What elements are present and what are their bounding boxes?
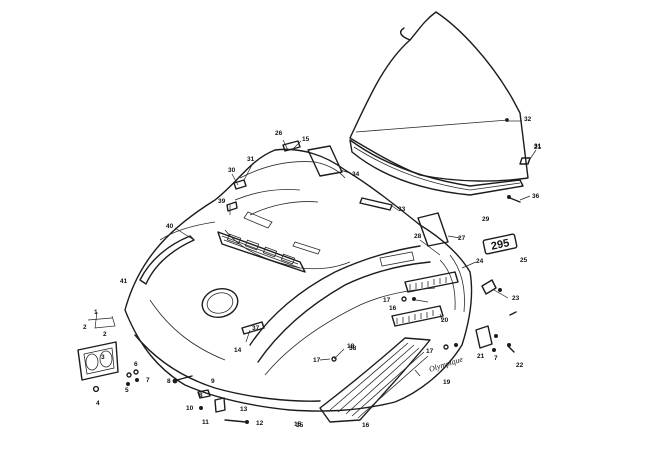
callout-23: 23 <box>512 295 520 302</box>
headlight-opening <box>201 287 239 319</box>
windshield-trim <box>349 139 524 196</box>
louver-panel-lower <box>391 305 444 327</box>
callout-39: 39 <box>218 198 226 205</box>
callout-36: 36 <box>532 193 540 200</box>
callout-2: 2 <box>83 324 87 331</box>
callout-16b: 16 <box>389 305 397 312</box>
callout-6: 6 <box>134 361 138 368</box>
callout-38: 38 <box>349 345 357 352</box>
callout-8b: 8 <box>199 392 203 399</box>
callout-17: 17 <box>383 297 391 304</box>
callout-35: 35 <box>296 422 304 429</box>
callout-9: 9 <box>211 378 215 385</box>
callout-14: 14 <box>234 347 242 354</box>
side-grille <box>319 337 431 423</box>
callout-21b: 21 <box>534 144 542 151</box>
callout-1: 1 <box>94 309 98 316</box>
callout-22: 22 <box>516 362 524 369</box>
callout-4: 4 <box>96 400 100 407</box>
callout-29: 29 <box>482 216 490 223</box>
air-intake-left <box>217 231 306 273</box>
callout-16: 16 <box>362 422 370 429</box>
callout-5: 5 <box>125 387 129 394</box>
callout-31b: 31 <box>534 143 542 150</box>
callout-31: 31 <box>247 156 255 163</box>
callout-20: 20 <box>441 317 449 324</box>
windshield <box>349 11 529 182</box>
callout-10: 10 <box>186 405 194 412</box>
callout-8: 8 <box>167 378 171 385</box>
callout-27: 27 <box>458 235 466 242</box>
trim-bar-33 <box>359 197 393 211</box>
cowl-vents <box>243 211 415 267</box>
callout-32: 32 <box>524 116 532 123</box>
callout-17b: 17 <box>313 357 321 364</box>
callout-40: 40 <box>166 223 174 230</box>
callout-7b: 7 <box>494 355 498 362</box>
callout-3: 3 <box>101 354 105 361</box>
callout-28: 28 <box>414 233 422 240</box>
callout-18: 18 <box>347 343 355 350</box>
emblem <box>241 321 265 335</box>
reflector-panel-34 <box>307 145 343 177</box>
callout-37: 37 <box>252 325 260 332</box>
callout-labels: 1 2 2 3 4 5 6 7 7 8 8 9 10 11 12 13 14 1… <box>83 116 542 429</box>
callout-41: 41 <box>120 278 128 285</box>
callout-15b: 15 <box>294 421 302 428</box>
louver-panel-upper <box>404 271 459 293</box>
callout-13: 13 <box>240 406 248 413</box>
hood-body <box>124 148 473 412</box>
callout-2b: 2 <box>103 331 107 338</box>
callout-17c: 17 <box>426 348 434 355</box>
side-script-decal: Olympique <box>428 354 465 374</box>
callout-33: 33 <box>398 206 406 213</box>
model-badge-text: 295 <box>490 237 510 253</box>
callout-7: 7 <box>146 377 150 384</box>
callout-15: 15 <box>302 136 310 143</box>
reflector-panel-27 <box>417 212 449 247</box>
callout-24: 24 <box>476 258 484 265</box>
callout-34: 34 <box>352 171 360 178</box>
callout-19: 19 <box>443 379 451 386</box>
callout-30: 30 <box>228 167 236 174</box>
clip-26 <box>282 140 301 152</box>
model-badge: 295 <box>482 233 518 255</box>
callout-26: 26 <box>275 130 283 137</box>
callout-11: 11 <box>202 419 209 426</box>
callout-12: 12 <box>256 420 264 427</box>
headlight-assembly <box>77 311 119 381</box>
fasteners <box>92 157 531 424</box>
leader-lines <box>174 120 537 377</box>
callout-21: 21 <box>477 353 485 360</box>
callout-25: 25 <box>520 257 528 264</box>
side-script-text: Olympique <box>428 354 465 374</box>
